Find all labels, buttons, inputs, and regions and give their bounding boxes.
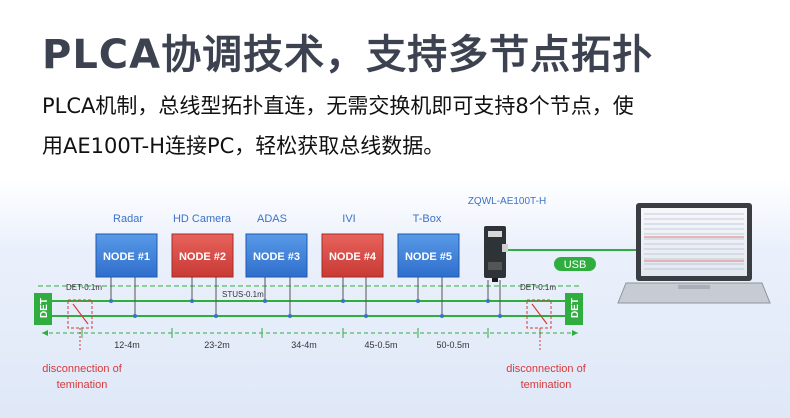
usb-badge: USB bbox=[554, 257, 596, 271]
node-5: T-Box NODE #5 bbox=[397, 213, 460, 278]
tap-dots bbox=[109, 299, 502, 318]
termination-right-line2: temination bbox=[521, 379, 572, 391]
det-left-cap: DET bbox=[34, 293, 52, 325]
distance-4: 45-0.5m bbox=[364, 340, 397, 350]
det-right-distance: DET-0.1m bbox=[520, 283, 556, 292]
laptop-icon bbox=[617, 203, 771, 304]
node-4: IVI NODE #4 bbox=[321, 213, 384, 278]
page-title: PLCA协调技术，支持多节点拓扑 bbox=[42, 32, 654, 78]
distance-1: 12-4m bbox=[114, 340, 140, 350]
description-line-2: 用AE100T-H连接PC，轻松获取总线数据。 bbox=[42, 134, 445, 158]
node-3-caption: ADAS bbox=[257, 213, 287, 225]
det-left-label: DET bbox=[39, 298, 50, 318]
node-3-label: NODE #3 bbox=[253, 251, 300, 263]
device-label: ZQWL-AE100T-H bbox=[468, 196, 546, 207]
description-line-1: PLCA机制，总线型拓扑直连，无需交换机即可支持8个节点，使 bbox=[42, 94, 634, 118]
node-stubs bbox=[110, 277, 501, 316]
termination-left-line2: temination bbox=[57, 379, 108, 391]
termination-left-line1: disconnection of bbox=[42, 363, 122, 375]
termination-right-line1: disconnection of bbox=[506, 363, 586, 375]
node-4-label: NODE #4 bbox=[329, 251, 377, 263]
det-right-cap: DET bbox=[565, 293, 583, 325]
stub-distance: STUS-0.1m bbox=[222, 290, 264, 299]
distance-3: 34-4m bbox=[291, 340, 317, 350]
node-2-caption: HD Camera bbox=[173, 213, 232, 225]
node-1-caption: Radar bbox=[113, 213, 143, 225]
node-3: ADAS NODE #3 bbox=[245, 213, 308, 278]
node-2: HD Camera NODE #2 bbox=[171, 213, 234, 278]
distance-2: 23-2m bbox=[204, 340, 230, 350]
node-1: Radar NODE #1 bbox=[95, 213, 158, 278]
ae100t-device: ZQWL-AE100T-H bbox=[468, 196, 546, 282]
termination-left: disconnection of temination bbox=[42, 299, 123, 391]
node-4-caption: IVI bbox=[342, 213, 355, 225]
distance-5: 50-0.5m bbox=[436, 340, 469, 350]
usb-label: USB bbox=[564, 259, 587, 271]
node-5-label: NODE #5 bbox=[405, 251, 452, 263]
node-5-caption: T-Box bbox=[413, 213, 442, 225]
det-left-distance: DET-0.1m bbox=[66, 283, 102, 292]
node-1-label: NODE #1 bbox=[103, 251, 150, 263]
det-right-label: DET bbox=[570, 298, 581, 318]
node-2-label: NODE #2 bbox=[179, 251, 226, 263]
termination-right: disconnection of temination bbox=[506, 299, 587, 391]
